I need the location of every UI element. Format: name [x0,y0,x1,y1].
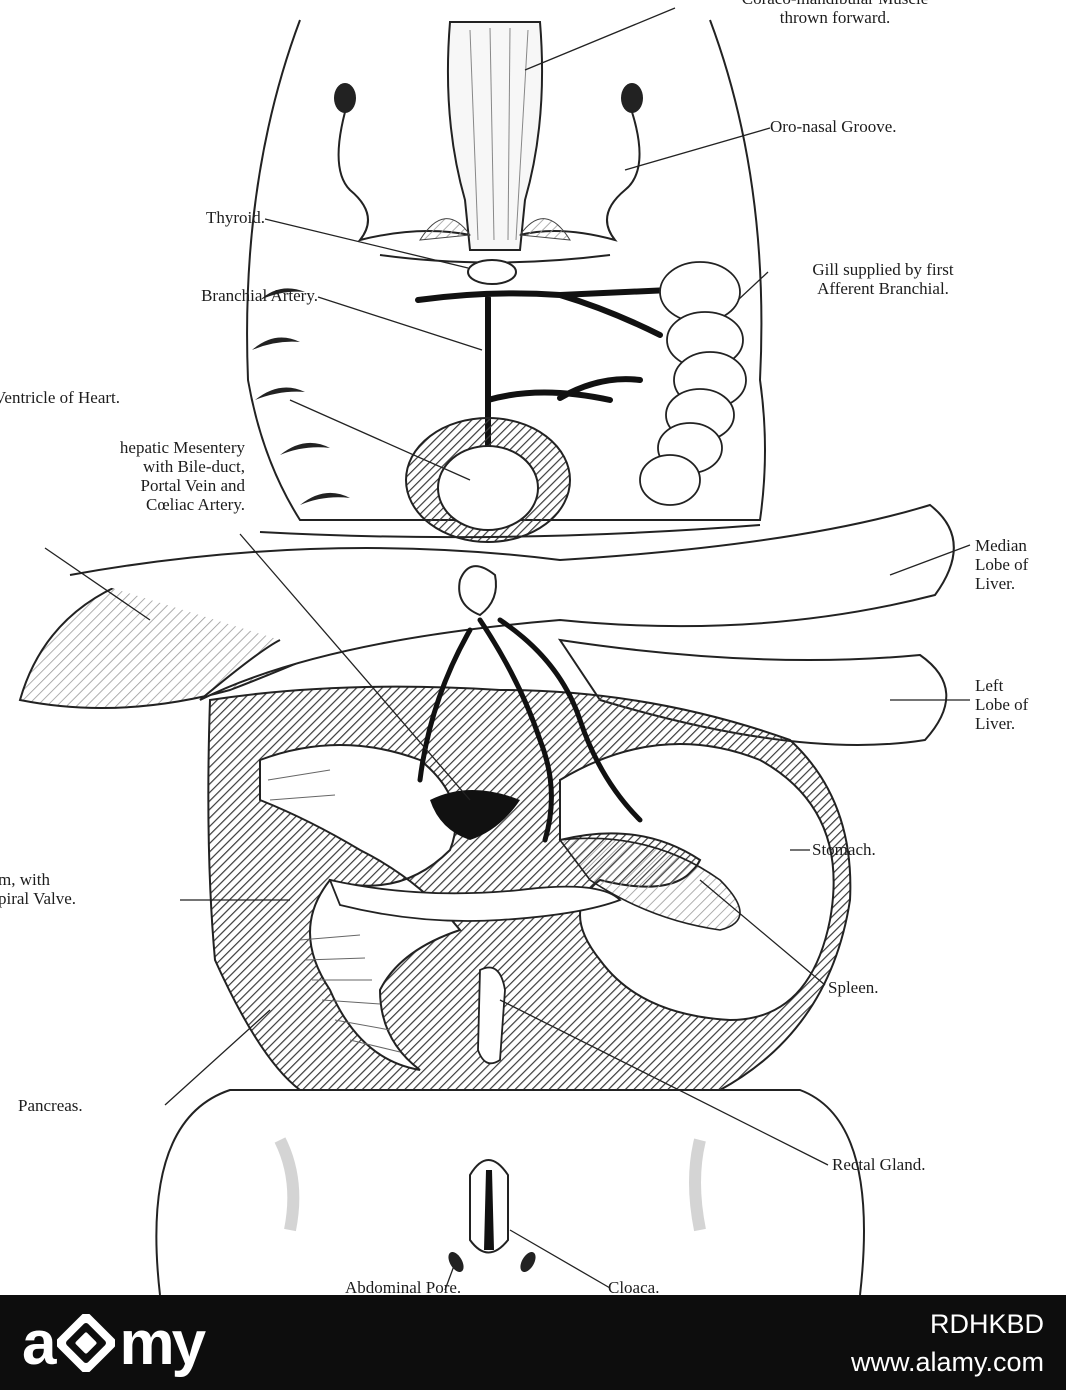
pancreas [328,878,622,922]
leader-lines [44,7,971,1291]
rectal-gland [477,966,506,1065]
head-outline [246,19,766,521]
thyroid [467,259,517,285]
site-url: www.alamy.com [850,1347,1044,1377]
label-median-lobe-of-liver: Median Lobe of Liver. [975,536,1029,593]
right-nostril [621,83,643,113]
alamy-logo: a my [22,1308,206,1378]
hepatic-mesentery-vessels [417,617,643,843]
watermark-footer: a my RDHKBD www.alamy.com [0,1295,1066,1390]
coraco-mandibular-muscle [446,21,544,251]
alamy-logo-icon [57,1314,116,1372]
branchial-artery [415,287,673,473]
label-thyroid: Thyroid. [205,208,265,227]
label-pancreas: Pancreas. [18,1096,83,1115]
label-intestine-spiral-valve: m, with piral Valve. [0,870,77,908]
label-ventricle-of-heart: Ventricle of Heart. [0,388,121,407]
label-gill: Gill supplied by first Afferent Branchia… [812,260,954,298]
image-id: RDHKBD [929,1309,1044,1339]
label-abdominal-pore: Abdominal Pore. [345,1278,462,1295]
pelvic-region [155,1089,865,1295]
ventricle-of-heart [437,445,539,531]
gill-sacs [639,261,747,506]
dissection-illustration [18,7,971,1295]
label-branchial-artery: Branchial Artery. [201,286,318,305]
label-coraco-mandibular-muscle: Coraco-mandibular Muscle thrown forward. [742,0,928,27]
median-lobe-of-liver [69,503,955,701]
gill-slits [252,288,350,505]
label-cloaca: Cloaca. [608,1278,660,1295]
label-left-lobe-of-liver: Left Lobe of Liver. [975,676,1029,733]
spleen [558,837,741,931]
label-oro-nasal-groove: Oro-nasal Groove. [770,117,897,136]
anatomical-plate: Coraco-mandibular Muscle thrown forward.… [0,0,1029,1295]
label-rectal-gland: Rectal Gland. [832,1155,926,1174]
label-stomach: Stomach. [812,840,876,859]
label-spleen: Spleen. [828,978,879,997]
label-hepatic-mesentery: hepatic Mesentery with Bile-duct, Portal… [119,438,245,514]
abdominal-pore-right [520,1252,536,1272]
left-nostril [334,83,356,113]
